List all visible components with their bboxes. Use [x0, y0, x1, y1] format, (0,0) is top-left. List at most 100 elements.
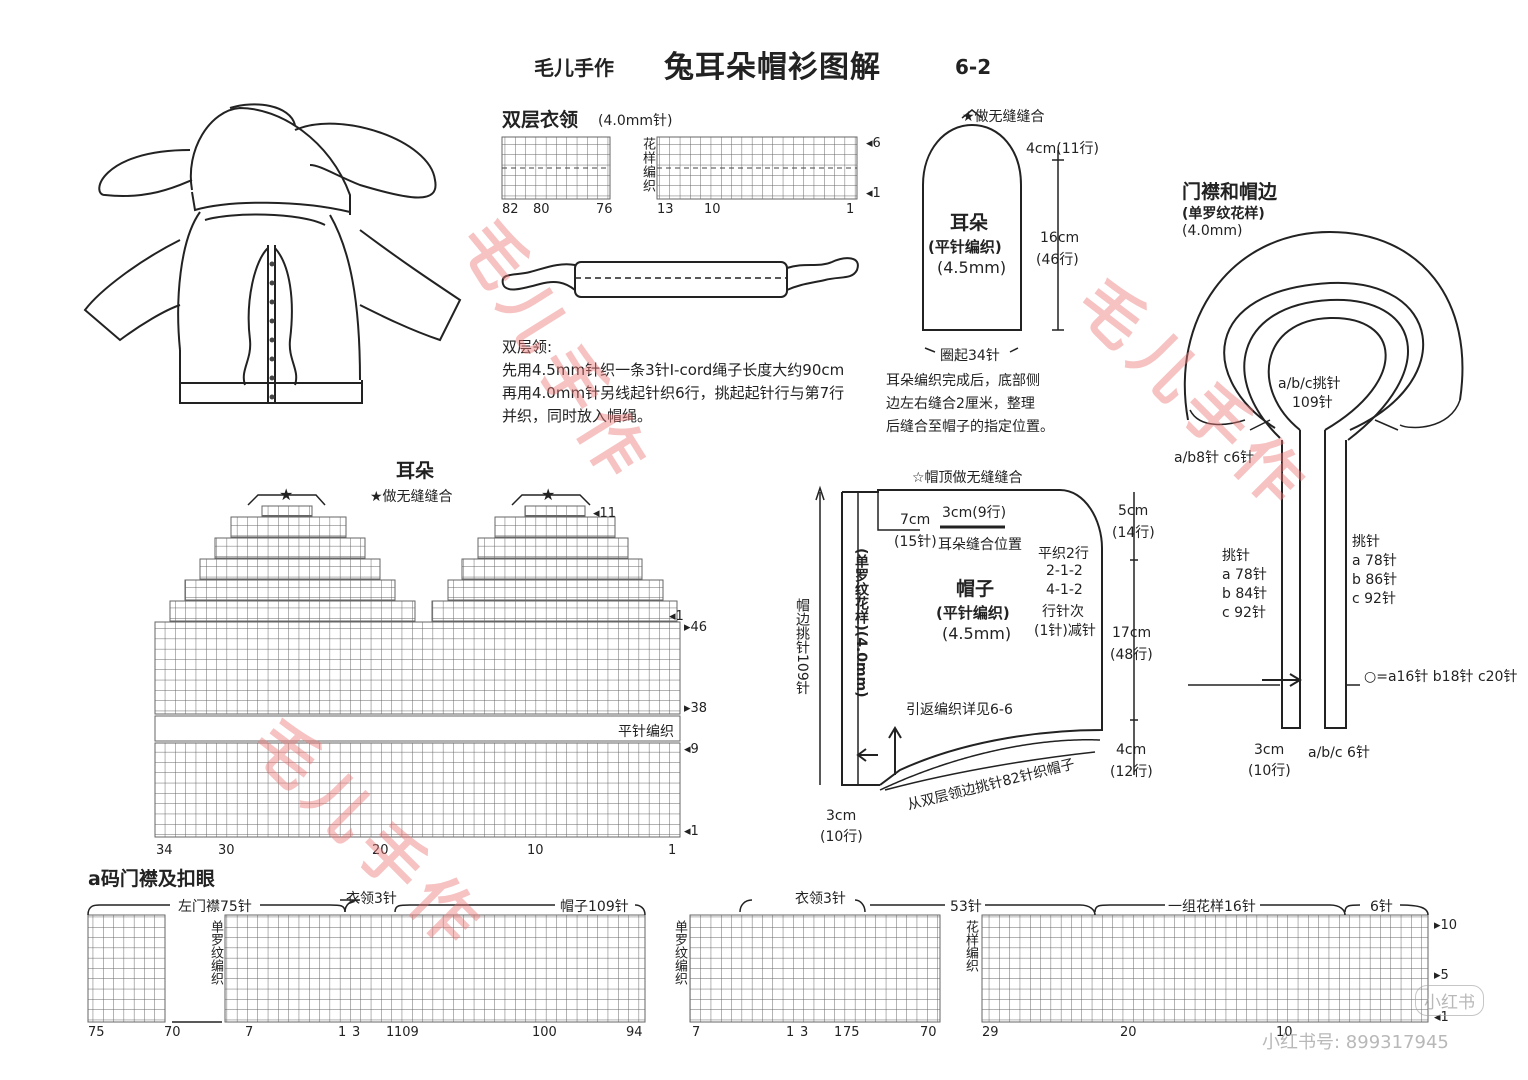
- hood-stitch: (平针编织): [936, 604, 1010, 622]
- bottom-x-label: 20: [1120, 1025, 1137, 1040]
- ear-note-line: 边左右缝合2厘米，整理: [886, 396, 1035, 412]
- placket-pick-count: 109针: [1292, 395, 1333, 411]
- bottom-label: 53针: [950, 899, 982, 915]
- bottom-x-label: 1: [834, 1025, 843, 1040]
- placket-bottom-dim: 3cm: [1254, 742, 1285, 758]
- bottom-chart-grid: [87, 914, 1429, 1023]
- placket-bottom-sts: a/b/c 6针: [1308, 745, 1370, 761]
- collar-chart-number: 13: [657, 202, 674, 217]
- ear-x-label: 10: [527, 843, 544, 858]
- platform-logo: 小红书: [1415, 985, 1484, 1016]
- hood-dec: (1针)减针: [1034, 623, 1096, 639]
- collar-pattern-label: 花样编织: [640, 137, 655, 193]
- ear-needle: (4.5mm): [937, 258, 1007, 277]
- right-pick-a: a 78针: [1352, 553, 1397, 569]
- collar-title: 双层衣领: [502, 109, 579, 131]
- hood-dim-4cm: 4cm: [1116, 742, 1147, 758]
- bottom-label: 帽子109针: [560, 899, 629, 915]
- ear-chart-title: 耳朵: [396, 460, 435, 482]
- collar-chart-number: 80: [533, 202, 550, 217]
- collar-chart-number: 76: [596, 202, 613, 217]
- hoodie-illustration: [83, 103, 462, 404]
- bottom-x-label: 70: [164, 1025, 181, 1040]
- placket-needle: (4.0mm): [1182, 223, 1243, 239]
- ear-note-line: 耳朵编织完成后，底部侧: [886, 373, 1040, 389]
- bottom-chart-brackets: [87, 899, 1429, 1023]
- bottom-x-label: 100: [532, 1025, 557, 1040]
- bottom-x-label: 94: [626, 1025, 643, 1040]
- hood-dim-4cm-rows: (12行): [1110, 764, 1153, 780]
- left-pick-a: a 78针: [1222, 567, 1267, 583]
- ear-chart-note: ★做无缝缝合: [370, 489, 453, 505]
- bottom-x-label: 10: [1276, 1025, 1293, 1040]
- hood-schematic-outline: [815, 485, 1138, 791]
- ear-row-9: ◂9: [684, 742, 699, 757]
- ear-x-label: 1: [668, 843, 677, 858]
- hood-dim-5cm-rows: (14行): [1112, 525, 1155, 541]
- bottom-label: 6针: [1370, 899, 1393, 915]
- placket-left-label: a/b8针 c6针: [1174, 450, 1255, 466]
- buttonhole-count: ○=a16针 b18针 c20针: [1364, 669, 1518, 685]
- hood-dim-7cm: 7cm: [900, 512, 931, 528]
- hood-dim-7cm-sts: (15针): [894, 534, 937, 550]
- ear-row-46: ▸46: [684, 620, 708, 635]
- placket-title: 门襟和帽边: [1182, 181, 1278, 203]
- ear-band-label: 平针编织: [618, 724, 674, 740]
- collar-note-title: 双层领:: [502, 338, 553, 356]
- placket-pattern: (单罗纹花样): [1182, 206, 1265, 222]
- right-pick-label: 挑针: [1352, 534, 1380, 550]
- collar-row-top: ◂6: [866, 136, 881, 151]
- page-number: 6-2: [955, 55, 992, 79]
- hood-dec: 平织2行: [1038, 546, 1089, 562]
- ear-schematic-outline: [922, 109, 1064, 353]
- bottom-row-5: ▸5: [1434, 968, 1449, 983]
- ear-row-11: ◂11: [593, 506, 617, 521]
- bottom-x-label: 1: [386, 1025, 395, 1040]
- ear-chart-grid: [154, 505, 681, 838]
- right-pick-b: b 86针: [1352, 572, 1398, 588]
- left-pick-label: 挑针: [1222, 548, 1250, 564]
- ear-top-note: ★做无缝缝合: [962, 109, 1045, 125]
- bottom-x-label: 3: [352, 1025, 361, 1040]
- bottom-x-label: 7: [692, 1025, 701, 1040]
- short-row-note: 引返编织详见6-6: [906, 702, 1013, 718]
- bottom-x-label: 75: [843, 1025, 860, 1040]
- ear-height: 16cm: [1040, 230, 1080, 246]
- bottom-x-label: 7: [245, 1025, 254, 1040]
- ear-x-label: 34: [156, 843, 173, 858]
- hood-dim-17cm-rows: (48行): [1110, 647, 1153, 663]
- collar-chart-number: 10: [704, 202, 721, 217]
- ear-chart-outline: [247, 494, 591, 506]
- placket-outline: [1183, 230, 1464, 729]
- bottom-row-1: ◂1: [1434, 1010, 1449, 1025]
- bottom-side-label: 单罗纹编织: [208, 920, 223, 985]
- collar-tube: [501, 257, 859, 298]
- bottom-x-label: 3: [800, 1025, 809, 1040]
- hood-dim-3cm: 3cm(9行): [942, 505, 1007, 521]
- ear-height-rows: (46行): [1036, 252, 1079, 268]
- ear-x-label: 30: [218, 843, 235, 858]
- ear-x-label: 20: [372, 843, 389, 858]
- hood-dec: 2-1-2: [1046, 563, 1083, 579]
- collar-chart-number: 1: [846, 202, 855, 217]
- platform-id: 小红书号: 899317945: [1262, 1032, 1449, 1053]
- hood-needle: (4.5mm): [942, 624, 1012, 643]
- ear-row-1a: ◂1: [669, 609, 684, 624]
- bottom-side-label: 单罗纹编织: [672, 920, 687, 985]
- collar-note-line: 并织，同时放入帽绳。: [502, 407, 653, 425]
- bottom-label: 左门襟75针: [178, 899, 252, 915]
- brand-name: 毛儿手作: [534, 56, 614, 80]
- left-pick-b: b 84针: [1222, 586, 1268, 602]
- bottom-x-label: 75: [88, 1025, 105, 1040]
- hood-dim-17cm: 17cm: [1112, 625, 1152, 641]
- bottom-label: 衣领3针: [346, 891, 397, 907]
- ear-name: 耳朵: [950, 212, 989, 234]
- hood-side-pattern: (单罗纹花样)(4.0mm): [853, 548, 869, 698]
- bottom-chart-title: a码门襟及扣眼: [88, 868, 215, 890]
- ear-row-38: ▸38: [684, 701, 708, 716]
- hood-bottom-rows: (10行): [820, 829, 863, 845]
- collar-note-line: 再用4.0mm针另线起针织6行，挑起起针行与第7行: [502, 384, 845, 402]
- collar-note-line: 先用4.5mm针织一条3针I-cord绳子长度大约90cm: [502, 361, 845, 379]
- bottom-x-label: 1: [786, 1025, 795, 1040]
